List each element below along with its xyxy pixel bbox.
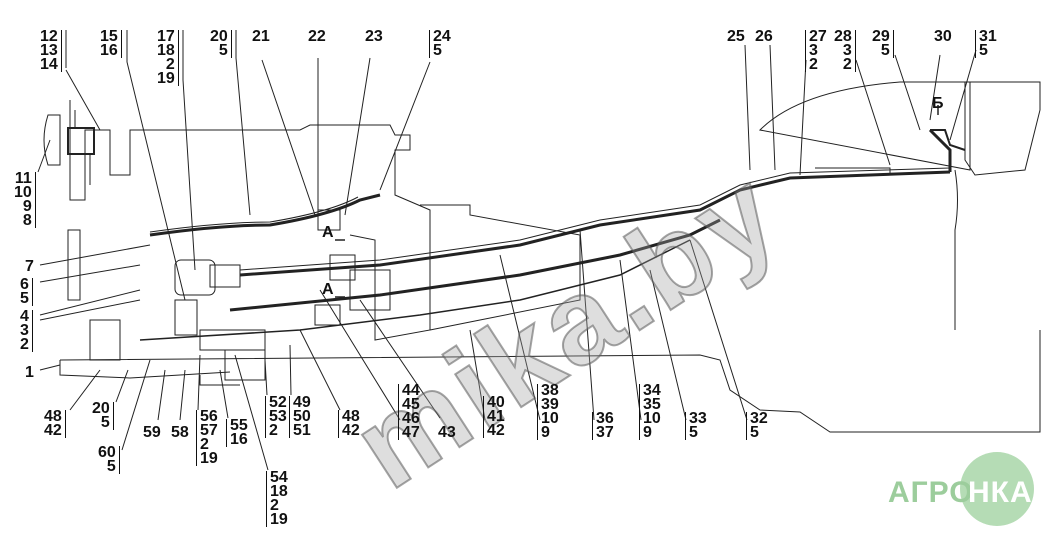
callout-56-57-2-19: 56 57 2 19 [196,409,218,467]
callout-6-5: 6 5 [20,277,33,307]
callout-34-35-10-9: 34 35 10 9 [639,383,661,441]
callout-55-16: 55 16 [226,418,248,448]
callout-40-41-42: 40 41 42 [483,395,505,439]
callout-21: 21 [252,28,270,45]
callout-28-3-2: 28 3 2 [834,29,856,73]
callout-48-42-left: 48 42 [44,409,66,439]
callout-27-3-2: 27 3 2 [805,29,827,73]
section-marker-a-lower: А [322,281,334,298]
callout-22: 22 [308,28,326,45]
callout-33-5: 33 5 [685,411,707,441]
callout-1: 1 [25,364,34,381]
callout-54-18-2-19: 54 18 2 19 [266,470,288,528]
callout-20-5: 20 5 [210,29,232,59]
callout-48-42-mid: 48 42 [338,409,360,439]
logo-text-left: АГРО [888,476,974,509]
callout-52-53-2: 52 53 2 [265,395,287,439]
section-marker-a-upper: А [322,224,334,241]
callout-60-5: 60 5 [98,445,120,475]
logo-circle [960,452,1034,526]
callout-38-39-10-9: 38 39 10 9 [537,383,559,441]
callout-24-5: 24 5 [429,29,451,59]
callout-4-3-2: 4 3 2 [20,309,33,353]
section-marker-b: Б [932,95,944,112]
callout-29-5: 29 5 [872,29,894,59]
logo-text-right: НКА [968,476,1033,509]
agronka-logo: АГРО НКА [888,450,1038,530]
callout-36-37: 36 37 [592,411,614,441]
callout-30: 30 [934,28,952,45]
callout-20-5-bottom: 20 5 [92,401,114,431]
callout-12-13-14: 12 13 14 [40,29,62,73]
callout-26: 26 [755,28,773,45]
callout-49-50-51: 49 50 51 [289,395,311,439]
callout-15-16: 15 16 [100,29,122,59]
callout-44-45-46-47: 44 45 46 47 [398,383,420,441]
callout-23: 23 [365,28,383,45]
callout-17-18-2-19: 17 18 2 19 [157,29,179,87]
callout-59: 59 [143,424,161,441]
callout-7: 7 [25,258,34,275]
callout-31-5: 31 5 [975,29,997,59]
callout-25: 25 [727,28,745,45]
callout-32-5: 32 5 [746,411,768,441]
callout-43: 43 [438,424,456,441]
callout-11-10-9-8: 11 10 9 8 [14,171,36,229]
callout-58: 58 [171,424,189,441]
